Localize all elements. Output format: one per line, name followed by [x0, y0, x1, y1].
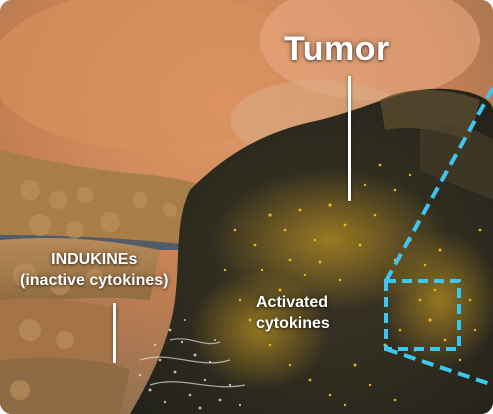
indukines-label-line2: (inactive cytokines) — [20, 270, 169, 291]
tumor-label: Tumor — [284, 30, 390, 69]
tumor-pointer-line — [348, 76, 351, 201]
indukines-pointer-line — [113, 303, 116, 363]
activated-label-line1: Activated — [256, 292, 330, 313]
indukines-label-line1: INDUKINEs — [20, 249, 169, 270]
indukines-label: INDUKINEs (inactive cytokines) — [20, 249, 169, 291]
activated-cytokines-label: Activated cytokines — [256, 292, 330, 334]
activated-label-line2: cytokines — [256, 313, 330, 334]
